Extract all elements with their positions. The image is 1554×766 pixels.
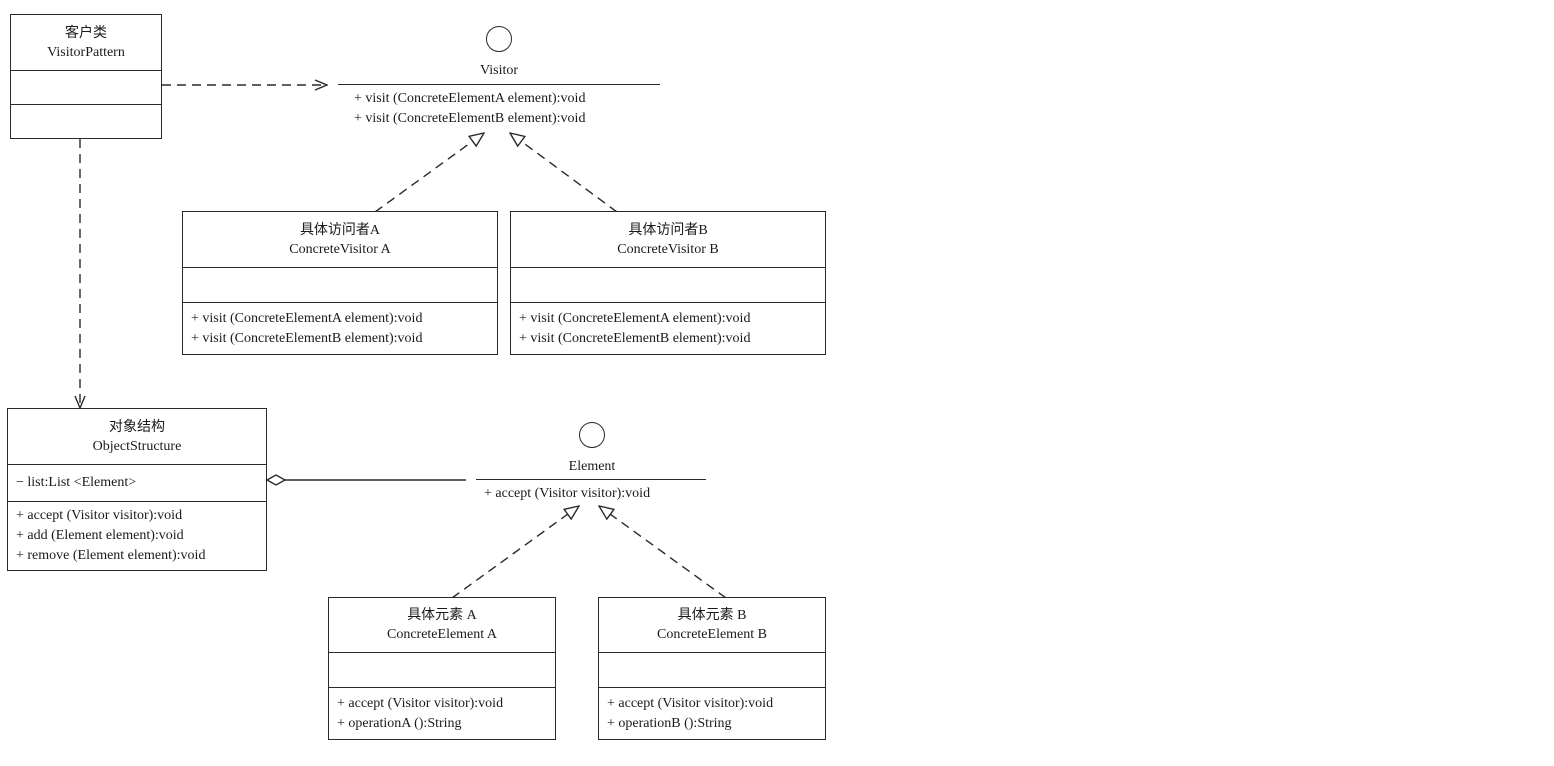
operations-section: + accept (Visitor visitor):void + add (E… <box>8 501 266 570</box>
operations-section: + visit (ConcreteElementA element):void … <box>511 302 825 354</box>
interface-circle-icon <box>579 422 605 448</box>
visitor-operations: + visit (ConcreteElementA element):void … <box>354 89 585 129</box>
attributes-section <box>183 267 497 302</box>
operation-row: + visit (ConcreteElementB element):void <box>354 111 586 126</box>
operation-row: + remove (Element element):void <box>16 548 206 563</box>
class-name-en: ConcreteVisitor A <box>289 241 391 257</box>
interface-name-visitor: Visitor <box>479 63 519 78</box>
operation-row: + add (Element element):void <box>16 528 184 543</box>
operation-row: + accept (Visitor visitor):void <box>607 695 774 711</box>
interface-circle-icon <box>486 26 512 52</box>
class-name-section: 对象结构 ObjectStructure <box>8 409 266 464</box>
operation-row: + visit (ConcreteElementB element):void <box>519 330 751 346</box>
operations-section: + accept (Visitor visitor):void + operat… <box>599 687 825 739</box>
realization-element-a <box>451 506 579 599</box>
operation-row: + operationB ():String <box>607 715 732 731</box>
class-name-section: 具体元素 A ConcreteElement A <box>329 598 555 652</box>
class-name-cn: 具体元素 A <box>407 608 477 623</box>
class-name-cn: 具体访问者B <box>628 222 708 238</box>
class-box-concrete-element-b: 具体元素 B ConcreteElement B + accept (Visit… <box>598 597 826 740</box>
attributes-section: − list:List <Element> <box>8 464 266 501</box>
realization-visitor-b <box>510 133 618 213</box>
operation-row: + visit (ConcreteElementB element):void <box>191 330 423 346</box>
class-name-en: ConcreteElement A <box>386 627 498 642</box>
class-name-en: ConcreteElement B <box>656 627 768 642</box>
interface-divider <box>476 479 706 480</box>
element-operations: + accept (Visitor visitor):void <box>484 484 650 504</box>
interface-divider <box>338 84 660 85</box>
realization-visitor-a <box>374 133 484 213</box>
operations-section: + visit (ConcreteElementA element):void … <box>183 302 497 354</box>
class-name-en: VisitorPattern <box>47 44 125 60</box>
realization-element-b <box>599 506 727 599</box>
operation-row: + visit (ConcreteElementA element):void <box>519 310 751 326</box>
operation-row: + accept (Visitor visitor):void <box>337 695 504 711</box>
class-name-en: ObjectStructure <box>92 438 182 454</box>
attributes-section <box>599 652 825 687</box>
class-box-concrete-visitor-a: 具体访问者A ConcreteVisitor A + visit (Concre… <box>182 211 498 355</box>
operation-row: + operationA ():String <box>337 715 462 731</box>
attribute-row: − list:List <Element> <box>16 475 137 490</box>
operations-section: + accept (Visitor visitor):void + operat… <box>329 687 555 739</box>
class-box-concrete-visitor-b: 具体访问者B ConcreteVisitor B + visit (Concre… <box>510 211 826 355</box>
class-name-section: 具体访问者B ConcreteVisitor B <box>511 212 825 267</box>
class-name-en: ConcreteVisitor B <box>617 241 719 257</box>
class-box-object-structure: 对象结构 ObjectStructure − list:List <Elemen… <box>7 408 267 571</box>
operation-row: + visit (ConcreteElementA element):void <box>354 91 586 106</box>
attributes-section <box>329 652 555 687</box>
class-name-cn: 具体元素 B <box>677 608 747 623</box>
operations-section <box>11 104 161 138</box>
class-name-section: 具体访问者A ConcreteVisitor A <box>183 212 497 267</box>
class-name-cn: 客户类 <box>65 25 107 41</box>
attributes-section <box>11 70 161 104</box>
attributes-section <box>511 267 825 302</box>
class-name-cn: 具体访问者A <box>299 222 381 238</box>
operation-row: + accept (Visitor visitor):void <box>484 486 651 501</box>
operation-row: + visit (ConcreteElementA element):void <box>191 310 423 326</box>
class-box-concrete-element-a: 具体元素 A ConcreteElement A + accept (Visit… <box>328 597 556 740</box>
class-name-cn: 对象结构 <box>109 419 165 435</box>
class-box-visitor-pattern: 客户类 VisitorPattern <box>10 14 162 139</box>
class-name-section: 客户类 VisitorPattern <box>11 15 161 70</box>
class-name-section: 具体元素 B ConcreteElement B <box>599 598 825 652</box>
operation-row: + accept (Visitor visitor):void <box>16 508 183 523</box>
interface-name-element: Element <box>568 459 616 474</box>
